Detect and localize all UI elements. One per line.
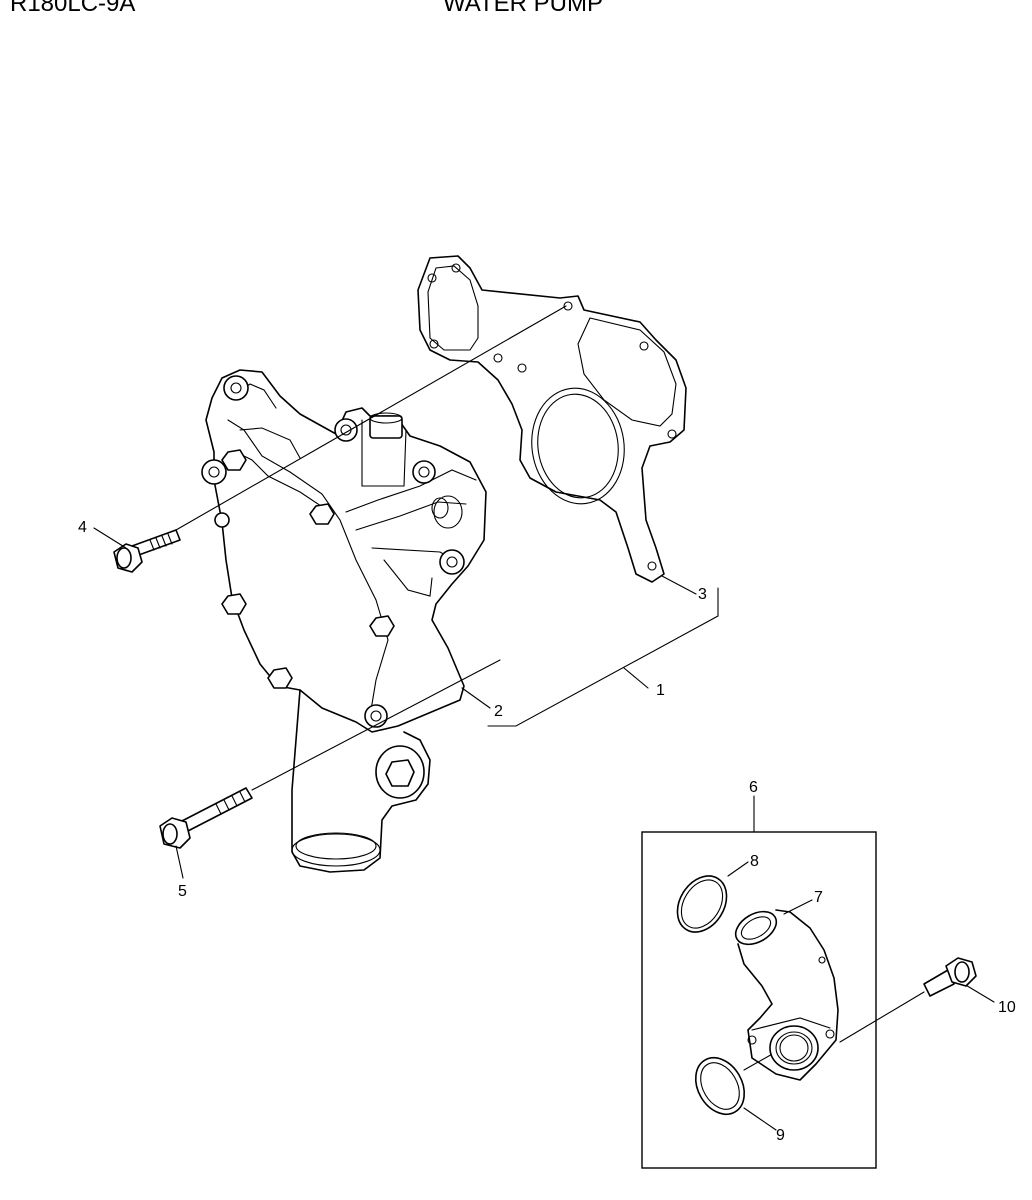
callout-5: 5 bbox=[178, 883, 187, 900]
o-ring-part-8 bbox=[676, 875, 728, 933]
callout-9: 9 bbox=[776, 1127, 785, 1144]
callout-8: 8 bbox=[750, 853, 759, 870]
callout-4: 4 bbox=[78, 519, 87, 536]
callout-6: 6 bbox=[749, 779, 758, 796]
leader-lines bbox=[93, 527, 995, 1131]
diagram-title: WATER PUMP bbox=[443, 0, 603, 17]
assembly-bracket bbox=[487, 587, 719, 727]
gasket-part bbox=[417, 255, 687, 583]
callouts: 4 5 3 1 2 6 8 7 10 9 bbox=[78, 519, 1016, 1144]
callout-7: 7 bbox=[814, 889, 823, 906]
bolt-part-4 bbox=[113, 529, 181, 573]
model-label: R180LC-9A bbox=[10, 0, 136, 17]
callout-10: 10 bbox=[998, 999, 1016, 1016]
callout-3: 3 bbox=[698, 586, 707, 603]
alignment-lines bbox=[175, 305, 925, 1071]
water-pump-part bbox=[201, 369, 487, 873]
o-ring-part-9 bbox=[694, 1056, 746, 1116]
kit-box bbox=[641, 831, 877, 1169]
callout-1: 1 bbox=[656, 682, 665, 699]
bolt-part-10 bbox=[923, 957, 977, 997]
bolt-part-5 bbox=[159, 787, 253, 849]
callout-2: 2 bbox=[494, 703, 503, 720]
pump-cap-bolts bbox=[221, 449, 395, 689]
elbow-pipe-part-7 bbox=[734, 909, 839, 1081]
